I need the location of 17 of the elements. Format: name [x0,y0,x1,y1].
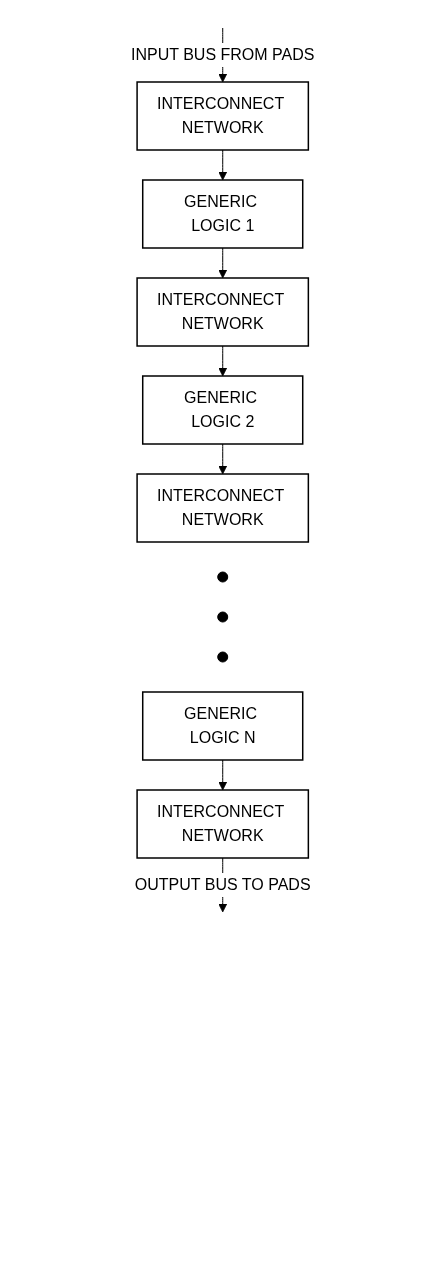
edge-label: INPUT BUS FROM PADS [131,46,315,63]
arrow [218,247,228,279]
node-circle [217,571,229,583]
node-circle [217,611,229,623]
arrow [218,149,228,181]
node-box: GENERIC LOGIC N [142,691,304,761]
arrow [218,759,228,791]
node-box: GENERIC LOGIC 2 [142,375,304,445]
arrow [218,443,228,475]
edge-label: OUTPUT BUS TO PADS [135,876,311,893]
node-box: GENERIC LOGIC 1 [142,179,304,249]
arrow [218,345,228,377]
node-box: INTERCONNECT NETWORK [136,277,310,347]
node-box: INTERCONNECT NETWORK [136,473,310,543]
node-box: INTERCONNECT NETWORK [136,81,310,151]
node-box: INTERCONNECT NETWORK [136,789,310,859]
node-circle [217,651,229,663]
